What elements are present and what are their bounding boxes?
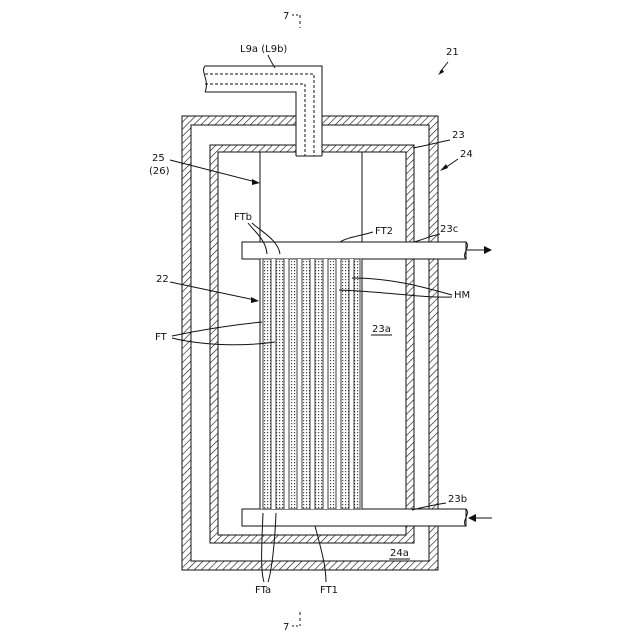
outlet-label: 23c xyxy=(440,224,458,235)
bundle-label: 22 xyxy=(156,274,169,285)
inlet-label: 23b xyxy=(448,494,467,505)
header-label-1: 25 xyxy=(152,153,165,164)
pipe-label: L9a (L9b) xyxy=(240,44,287,55)
outer-casing-label: 24 xyxy=(460,149,473,160)
ref-ft2: FT2 xyxy=(340,226,393,242)
ref-22: 22 xyxy=(156,274,259,303)
ref-24: 24 xyxy=(440,149,473,171)
supply-pipe: L9a (L9b) xyxy=(204,44,322,156)
fiber-end-b-label: FTb xyxy=(234,212,252,223)
section-label-top: 7 xyxy=(283,11,289,22)
header-chamber xyxy=(260,152,362,242)
header-label-2: (26) xyxy=(149,166,170,177)
ref-23a: 23a xyxy=(371,324,392,335)
ref-23: 23 xyxy=(413,130,465,148)
bottom-tube-sheet xyxy=(242,509,492,526)
ref-23b: 23b xyxy=(412,494,467,510)
fiber-bundle xyxy=(260,259,362,509)
ref-24a: 24a xyxy=(389,548,410,559)
fiber-label: FT xyxy=(155,332,168,343)
section-label-bottom: 7 xyxy=(283,622,289,633)
membrane-label: HM xyxy=(454,290,470,301)
device-ref: 21 xyxy=(438,47,459,75)
outer-space-label: 24a xyxy=(390,548,409,559)
tube-sheet-top-label: FT2 xyxy=(375,226,393,237)
ref-25: 25 (26) xyxy=(149,153,260,185)
section-mark-bottom: 7 xyxy=(283,612,300,633)
section-mark-top: 7 xyxy=(283,11,300,28)
inner-space-label: 23a xyxy=(372,324,391,335)
fiber-end-a-label: FTa xyxy=(255,585,271,596)
inner-casing-label: 23 xyxy=(452,130,465,141)
tube-sheet-bottom-label: FT1 xyxy=(320,585,338,596)
device-ref-label: 21 xyxy=(446,47,459,58)
